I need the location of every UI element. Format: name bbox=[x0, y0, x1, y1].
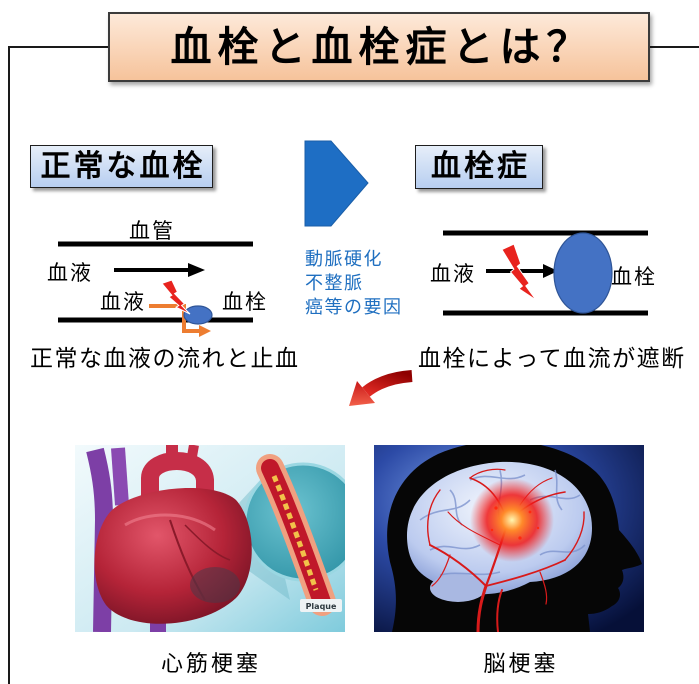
blood-label: 血液 bbox=[47, 261, 93, 285]
plaque-label-bg bbox=[300, 599, 342, 612]
stroke-caption: 脳梗塞 bbox=[483, 652, 558, 677]
cause-item: 癌等の要因 bbox=[305, 297, 403, 318]
transition: 動脈硬化 不整脈 癌等の要因 bbox=[304, 140, 403, 318]
heart-attack-caption: 心筋梗塞 bbox=[161, 652, 261, 677]
lightning-icon bbox=[161, 279, 191, 315]
vessel-label: 血管 bbox=[129, 219, 175, 243]
curved-arrow-down-icon bbox=[349, 370, 413, 406]
hemostasis-arrow bbox=[149, 304, 211, 337]
thrombosis-caption: 血栓によって血流が遮断 bbox=[418, 346, 686, 372]
cause-item: 動脈硬化 bbox=[305, 249, 383, 270]
clot-label: 血栓 bbox=[222, 290, 268, 314]
thrombosis-heading-box: 血栓症 bbox=[415, 145, 543, 189]
normal-caption: 正常な血液の流れと止血 bbox=[30, 346, 300, 372]
thrombosis-diagram: 血液 血栓 血栓によって血流が遮断 bbox=[418, 230, 686, 372]
thrombosis-heading: 血栓症 bbox=[431, 149, 530, 184]
brain-icon bbox=[374, 445, 644, 632]
blood-flow-arrow bbox=[114, 263, 205, 277]
clot-shape bbox=[553, 232, 613, 314]
normal-flow-diagram: 血管 血液 血液 血栓 正常な血液の流れと止血 bbox=[30, 219, 300, 372]
cause-item: 不整脈 bbox=[305, 273, 364, 294]
title-banner: 血栓と血栓症とは？ bbox=[108, 12, 650, 82]
normal-heading: 正常な血栓 bbox=[40, 148, 206, 184]
lightning-icon bbox=[501, 243, 537, 301]
arrow-right-icon bbox=[304, 140, 369, 227]
heart-icon: Plaque bbox=[75, 445, 345, 632]
normal-heading-box: 正常な血栓 bbox=[30, 145, 213, 188]
clot-label: 血栓 bbox=[611, 265, 657, 289]
bleeding-label: 血液 bbox=[100, 290, 146, 314]
clot-shape bbox=[183, 305, 213, 325]
blood-label: 血液 bbox=[430, 262, 476, 286]
page-title: 血栓と血栓症とは？ bbox=[170, 22, 594, 71]
plaque-label: Plaque bbox=[306, 602, 337, 611]
